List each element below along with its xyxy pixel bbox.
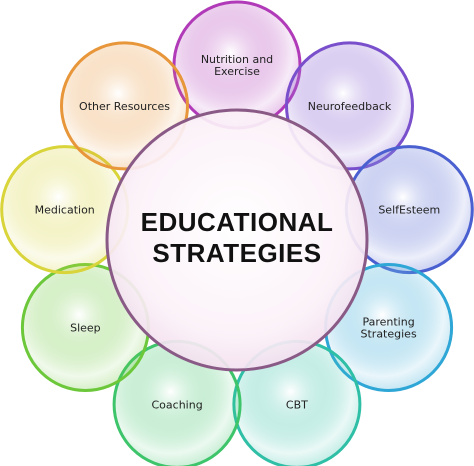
petal-label-neurofeedback: Neurofeedback bbox=[308, 100, 392, 113]
center-title-line2: STRATEGIES bbox=[152, 238, 321, 268]
petal-label-cbt: CBT bbox=[286, 398, 308, 411]
petal-label-sleep: Sleep bbox=[70, 322, 101, 335]
petal-label-coaching: Coaching bbox=[152, 398, 203, 411]
center-circle bbox=[105, 108, 369, 372]
petal-label-medication: Medication bbox=[35, 204, 95, 217]
petal-label-other-resources: Other Resources bbox=[79, 100, 170, 113]
petal-label-selfesteem: SelfEsteem bbox=[378, 204, 440, 217]
center-title-line1: EDUCATIONAL bbox=[141, 207, 334, 237]
